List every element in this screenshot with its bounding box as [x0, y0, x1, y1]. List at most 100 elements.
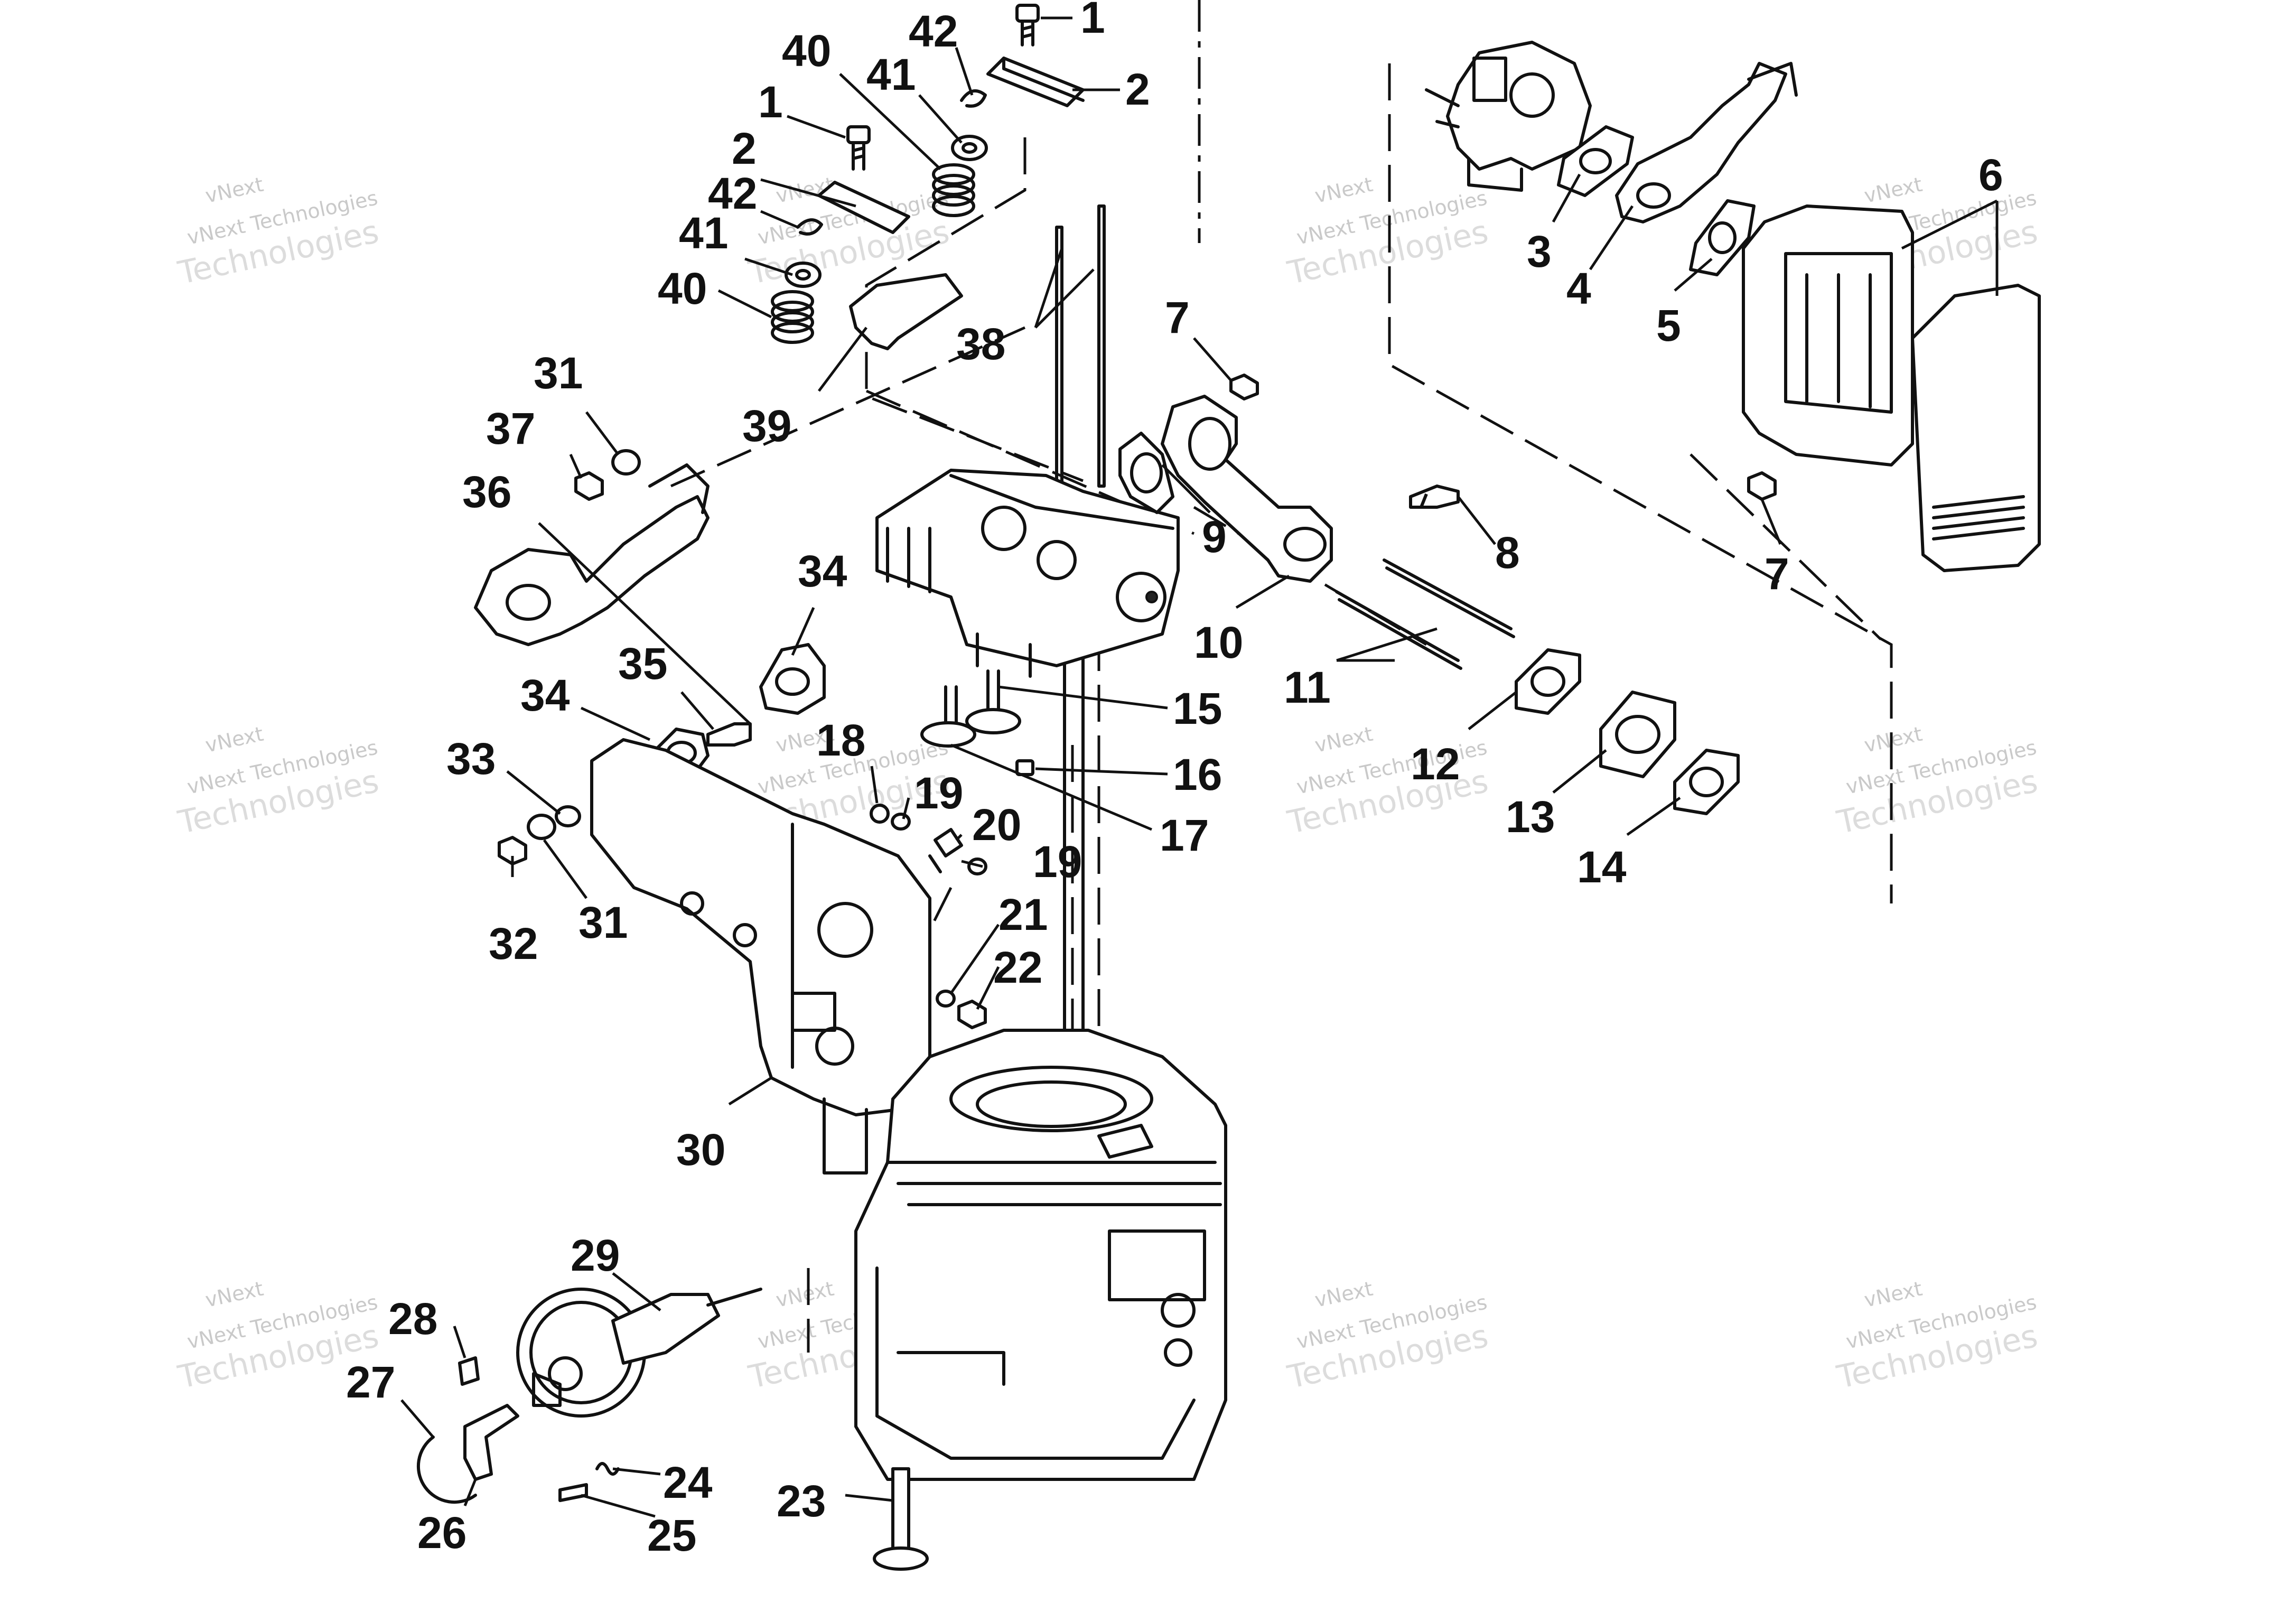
callout-14: 14 — [1577, 842, 1627, 892]
callout-32: 32 — [489, 919, 538, 968]
callout-18: 18 — [816, 715, 865, 765]
watermark-line1: vNext — [203, 1277, 266, 1312]
callout-34-lower: 34 — [520, 670, 570, 720]
valves-part-15 — [920, 669, 1021, 748]
watermark-line1: vNext — [1313, 722, 1375, 757]
spring-part-40-upper — [932, 163, 975, 217]
callout-29: 29 — [571, 1231, 620, 1280]
callout-16: 16 — [1173, 750, 1222, 799]
callout-9: 9 — [1202, 512, 1227, 562]
clip-part-42-lower — [796, 218, 823, 236]
watermark: vNext vNext Technologies Technologies — [1833, 722, 2041, 842]
callout-34-upper: 34 — [798, 546, 847, 596]
callout-25: 25 — [647, 1511, 696, 1560]
muffler-part-30 — [590, 738, 931, 1175]
gasket-part-34-upper — [759, 643, 826, 715]
weight-part-26 — [463, 1404, 519, 1481]
nut-part-37 — [574, 471, 604, 501]
callout-31-lower: 31 — [578, 898, 628, 947]
callout-2-upper: 2 — [1125, 64, 1150, 114]
callout-13: 13 — [1506, 792, 1555, 842]
washer-part-19-upper — [891, 813, 911, 831]
watermark: vNext vNext Technologies Technologies — [1284, 173, 1491, 292]
callout-26: 26 — [417, 1508, 466, 1558]
intake-elbow-part-10 — [1161, 395, 1333, 583]
nut-part-22 — [957, 1000, 987, 1029]
watermark: vNext vNext Technologies Technologies — [174, 173, 382, 292]
callout-35: 35 — [618, 639, 667, 688]
callout-7-lower: 7 — [1765, 549, 1789, 599]
callout-1-lower: 1 — [758, 77, 783, 127]
spacer-part-13 — [1599, 691, 1676, 778]
watermark-line1: vNext — [1862, 1277, 1925, 1312]
callout-3: 3 — [1527, 227, 1552, 276]
callout-33: 33 — [446, 734, 496, 784]
callout-8: 8 — [1495, 528, 1520, 577]
watermark-line1: vNext — [1313, 173, 1375, 208]
stud-part-20 — [928, 828, 963, 873]
gasket-part-14 — [1673, 749, 1740, 815]
callout-37: 37 — [486, 404, 535, 453]
washer-part-31-lower — [527, 814, 556, 840]
pin-part-28 — [458, 1356, 480, 1386]
clip-part-27 — [417, 1436, 477, 1504]
watermark-line1: vNext — [203, 173, 266, 208]
callout-28: 28 — [388, 1294, 437, 1344]
parts — [417, 4, 2041, 1571]
callout-31-upper: 31 — [534, 348, 583, 398]
washer-part-21 — [936, 990, 956, 1008]
callout-7-upper: 7 — [1165, 293, 1190, 342]
spring-part-40-lower — [771, 290, 814, 344]
air-filter-part-6 — [1742, 204, 2041, 572]
callout-12: 12 — [1411, 739, 1460, 789]
callout-1-upper: 1 — [1080, 0, 1105, 42]
washer-part-31-upper — [611, 449, 641, 476]
nut-part-7-lower — [1747, 471, 1777, 501]
gasket-part-12 — [1515, 648, 1581, 715]
watermark: vNext vNext Technologies Technologies — [174, 722, 382, 842]
screw-part-1-lower — [846, 125, 871, 171]
callout-39: 39 — [742, 401, 791, 451]
cylinder-head — [875, 469, 1180, 678]
watermark-line1: vNext — [203, 722, 266, 757]
callout-2-lower: 2 — [732, 124, 757, 173]
camshaft-part-29 — [516, 1288, 762, 1418]
watermark: vNext vNext Technologies Technologies — [1284, 1277, 1491, 1396]
carburetor — [1425, 41, 1592, 192]
pin-part-25 — [558, 1483, 588, 1502]
watermark-line1: vNext — [1862, 722, 1925, 757]
leader-lines — [400, 16, 1999, 1518]
tappet-part-23 — [873, 1467, 929, 1571]
callout-36: 36 — [462, 467, 511, 517]
plug-part-18 — [870, 804, 890, 824]
bolt-part-35 — [706, 722, 752, 747]
gasket-part-5 — [1689, 199, 1756, 276]
callout-42-upper: 42 — [909, 6, 958, 56]
callout-23: 23 — [777, 1476, 826, 1526]
watermark-line1: vNext — [1313, 1277, 1375, 1312]
callout-42-lower: 42 — [708, 169, 757, 218]
bolt-part-8 — [1409, 484, 1460, 509]
retainer-part-41-lower — [785, 262, 822, 288]
nut-part-32 — [498, 836, 527, 865]
callout-38: 38 — [956, 319, 1005, 369]
callout-6: 6 — [1978, 150, 2003, 200]
watermark: vNext vNext Technologies Technologies — [1833, 1277, 2041, 1396]
washer-part-33 — [555, 805, 581, 827]
spring-part-24 — [595, 1462, 620, 1476]
watermark: vNext vNext Technologies Technologies — [1284, 722, 1491, 842]
callout-21: 21 — [998, 890, 1048, 939]
callout-11: 11 — [1284, 663, 1331, 712]
rocker-arm-part-2-lower — [817, 181, 910, 234]
callout-labels: 1 2 42 40 41 1 2 42 41 40 38 39 31 37 36… — [346, 0, 2003, 1560]
callout-19-upper: 19 — [914, 768, 963, 818]
exhaust-pipe-part-36 — [474, 463, 710, 646]
bracket-part-4 — [1615, 62, 1787, 223]
watermark: vNext vNext Technologies Technologies — [745, 173, 953, 292]
callout-17: 17 — [1160, 810, 1209, 860]
callout-20: 20 — [972, 800, 1021, 850]
callout-40-lower: 40 — [658, 264, 707, 313]
clip-part-42-upper — [960, 89, 987, 108]
gasket-part-9 — [1118, 432, 1174, 514]
